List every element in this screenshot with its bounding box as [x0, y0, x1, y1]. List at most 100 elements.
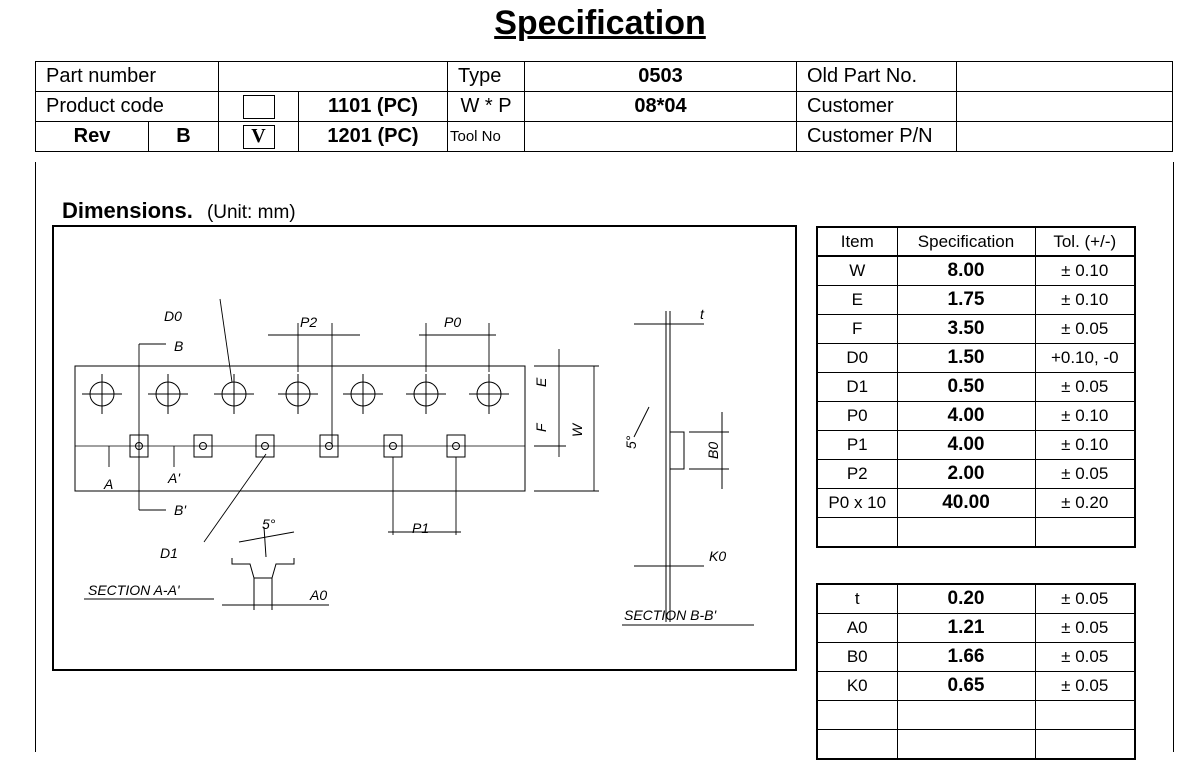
dimensions-heading: Dimensions. (Unit: mm) — [62, 198, 296, 224]
tol-cell: ± 0.05 — [1034, 314, 1136, 344]
wp-value: 08*04 — [524, 91, 797, 122]
label-a-prime: A' — [167, 470, 181, 486]
label-f: F — [533, 422, 549, 432]
customer-value — [956, 91, 1173, 122]
top-dimensions — [268, 323, 599, 492]
label-w: W — [569, 422, 585, 437]
spec-cell: 1.66 — [896, 642, 1036, 672]
label-a: A — [103, 476, 113, 492]
spec-cell — [896, 700, 1036, 730]
header-row-2: Product code 1101 (PC) W * P 08*04 Custo… — [35, 91, 1173, 122]
label-b0: B0 — [705, 442, 721, 459]
spec-cell — [896, 517, 1036, 548]
tol-cell: ± 0.05 — [1034, 372, 1136, 402]
spec-cell: 1.50 — [896, 343, 1036, 373]
item-cell: A0 — [816, 613, 898, 643]
section-bb-shape — [633, 311, 729, 622]
dimensions-unit: (Unit: mm) — [206, 202, 296, 223]
option2-checkbox[interactable]: V — [242, 124, 275, 149]
spec-cell: 0.65 — [896, 671, 1036, 701]
tol-cell: ± 0.05 — [1034, 583, 1136, 614]
drawing-panel: D0 B P2 P0 E F W t 5° B0 A A' B' P1 D1 5… — [52, 225, 797, 671]
item-cell: F — [816, 314, 898, 344]
section-aa-shape — [84, 526, 754, 626]
page-title: Specification — [494, 4, 706, 42]
part-number-value — [218, 61, 448, 92]
tol-cell: ± 0.10 — [1034, 430, 1136, 460]
customer-label: Customer — [796, 91, 957, 122]
header-row-3: Rev B V 1201 (PC) Tool No Customer P/N — [35, 121, 1173, 152]
sprocket-holes — [82, 374, 509, 414]
tol-cell: ± 0.05 — [1034, 459, 1136, 489]
spec-cell: 3.50 — [896, 314, 1036, 344]
item-cell — [816, 729, 898, 760]
spec-header-row: Item Specification Tol. (+/-) — [816, 226, 1136, 257]
label-b: B — [174, 338, 183, 354]
product-code-label: Product code — [35, 91, 219, 122]
tool-value — [524, 121, 797, 152]
label-p1: P1 — [412, 520, 429, 536]
wp-label: W * P — [447, 91, 525, 122]
label-d0: D0 — [164, 308, 182, 324]
item-cell: P2 — [816, 459, 898, 489]
item-cell: P0 — [816, 401, 898, 431]
tol-cell: ± 0.05 — [1034, 613, 1136, 643]
section-lines — [108, 298, 461, 543]
tape-outline — [74, 365, 526, 492]
spec-cell: 0.20 — [896, 583, 1036, 614]
header-tolerance: Tol. (+/-) — [1034, 226, 1136, 257]
spec-cell: 0.50 — [896, 372, 1036, 402]
spec-cell: 8.00 — [896, 255, 1036, 286]
tol-cell: ± 0.10 — [1034, 401, 1136, 431]
option1-checkbox[interactable] — [242, 94, 275, 119]
spec-cell: 1.21 — [896, 613, 1036, 643]
item-cell — [816, 517, 898, 548]
item-cell: B0 — [816, 642, 898, 672]
tol-cell — [1034, 517, 1136, 548]
drawing-labels: D0 B P2 P0 E F W t 5° B0 A A' B' P1 D1 5… — [88, 306, 726, 623]
spec-cell: 40.00 — [896, 488, 1036, 518]
item-cell: E — [816, 285, 898, 315]
spec-cell: 2.00 — [896, 459, 1036, 489]
label-p0: P0 — [444, 314, 461, 330]
type-label: Type — [447, 61, 525, 92]
item-cell: D0 — [816, 343, 898, 373]
tool-label: Tool No — [447, 121, 525, 152]
item-cell: D1 — [816, 372, 898, 402]
tol-cell: +0.10, -0 — [1034, 343, 1136, 373]
dimensions-label: Dimensions. — [62, 198, 193, 223]
item-cell: P0 x 10 — [816, 488, 898, 518]
item-cell — [816, 700, 898, 730]
label-5deg-a: 5° — [262, 516, 276, 532]
spec-cell: 1.75 — [896, 285, 1036, 315]
tol-cell: ± 0.05 — [1034, 642, 1136, 672]
customer-pn-value — [956, 121, 1173, 152]
customer-pn-label: Customer P/N — [796, 121, 957, 152]
label-p2: P2 — [300, 314, 317, 330]
table-row — [816, 700, 1136, 730]
spec-cell — [896, 729, 1036, 760]
option2-cell: V — [218, 121, 299, 152]
header-row-1: Part number Type 0503 Old Part No. — [35, 61, 1173, 92]
label-b-prime: B' — [174, 502, 187, 518]
part-number-label: Part number — [35, 61, 219, 92]
header-table: Part number Type 0503 Old Part No. Produ… — [35, 61, 1173, 152]
tol-cell — [1034, 729, 1136, 760]
tol-cell: ± 0.10 — [1034, 255, 1136, 286]
option1-code: 1101 (PC) — [298, 91, 448, 122]
label-d1: D1 — [160, 545, 178, 561]
tol-cell: ± 0.20 — [1034, 488, 1136, 518]
rev-label: Rev — [35, 121, 149, 152]
option2-code: 1201 (PC) — [298, 121, 448, 152]
content-frame — [35, 162, 1174, 752]
